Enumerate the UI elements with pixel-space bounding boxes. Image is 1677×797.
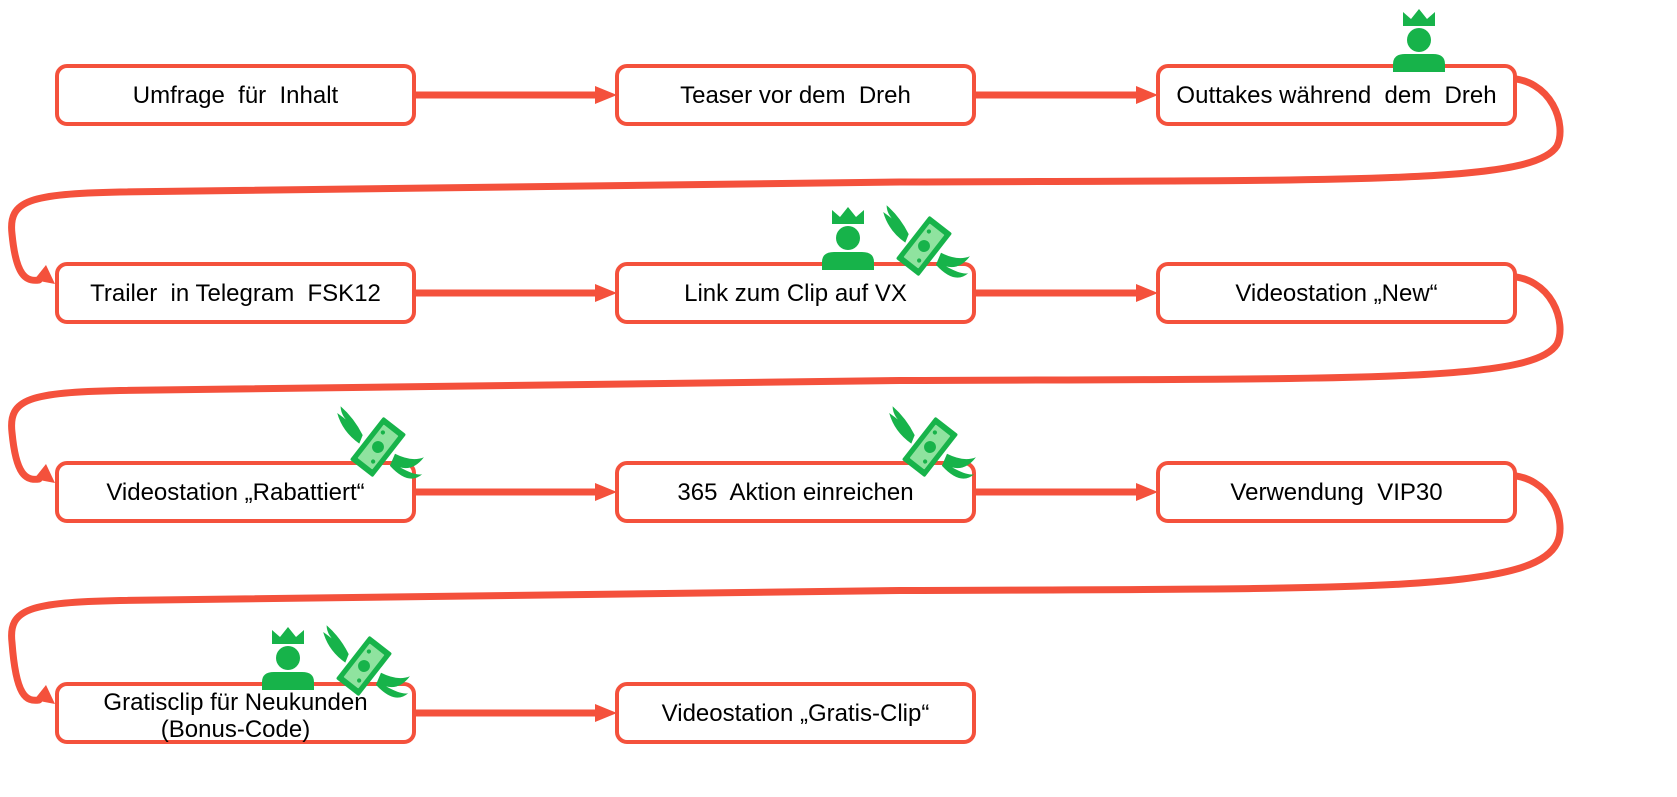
process-step-10: Gratisclip für Neukunden(Bonus-Code) [55, 682, 416, 744]
arrow-head [1136, 284, 1158, 302]
process-step-11: Videostation „Gratis-Clip“ [615, 682, 976, 744]
icons-layer [262, 9, 1445, 698]
step-label: Gratisclip für Neukunden [103, 689, 367, 716]
arrow-head [34, 685, 55, 704]
flying-money-icon [889, 406, 976, 479]
step-box [1156, 64, 1517, 126]
process-step-8: 365 Aktion einreichen [615, 461, 976, 523]
step-box [1156, 262, 1517, 324]
flying-money-icon [323, 625, 410, 698]
arrow-head [595, 704, 617, 722]
step-box [55, 461, 416, 523]
vip-crown-user-icon [1393, 9, 1445, 72]
vip-crown-user-icon [262, 627, 314, 690]
process-step-9: Verwendung VIP30 [1156, 461, 1517, 523]
arrow-head [595, 284, 617, 302]
step-label: Verwendung VIP30 [1230, 479, 1442, 506]
arrow-head [34, 265, 55, 284]
step-label: Outtakes während dem Dreh [1176, 82, 1496, 109]
process-step-4: Trailer in Telegram FSK12 [55, 262, 416, 324]
arrow-head [595, 483, 617, 501]
step-box [615, 64, 976, 126]
wrap-connector-arrow [8, 74, 1564, 284]
process-step-2: Teaser vor dem Dreh [615, 64, 976, 126]
process-step-1: Umfrage für Inhalt [55, 64, 416, 126]
step-label: Videostation „New“ [1235, 280, 1437, 307]
process-step-3: Outtakes während dem Dreh [1156, 64, 1517, 126]
wrap-connector-arrow [8, 272, 1564, 483]
nodes-layer: Umfrage für Inhalt Teaser vor dem Dreh Out… [55, 64, 1517, 744]
process-step-5: Link zum Clip auf VX [615, 262, 976, 324]
step-label: Trailer in Telegram FSK12 [90, 280, 381, 307]
step-box [55, 262, 416, 324]
step-box [615, 682, 976, 744]
process-step-7: Videostation „Rabattiert“ [55, 461, 416, 523]
step-label: Videostation „Gratis-Clip“ [662, 700, 930, 727]
step-box [615, 262, 976, 324]
step-label: (Bonus-Code) [161, 716, 310, 743]
flying-money-icon [883, 205, 970, 278]
step-label: Videostation „Rabattiert“ [106, 479, 364, 506]
step-label: Link zum Clip auf VX [684, 280, 907, 307]
step-label: Umfrage für Inhalt [133, 82, 339, 109]
vip-crown-user-icon [822, 207, 874, 270]
step-label: Teaser vor dem Dreh [680, 82, 911, 109]
arrow-head [1136, 483, 1158, 501]
step-box [55, 682, 416, 744]
wrap-connector-arrow [8, 471, 1564, 704]
arrow-head [1136, 86, 1158, 104]
step-label: 365 Aktion einreichen [677, 479, 913, 506]
step-box [615, 461, 976, 523]
edges-layer [8, 74, 1564, 722]
arrow-head [34, 464, 55, 483]
step-box [1156, 461, 1517, 523]
flying-money-icon [337, 406, 424, 479]
step-box [55, 64, 416, 126]
arrow-head [595, 86, 617, 104]
process-step-6: Videostation „New“ [1156, 262, 1517, 324]
